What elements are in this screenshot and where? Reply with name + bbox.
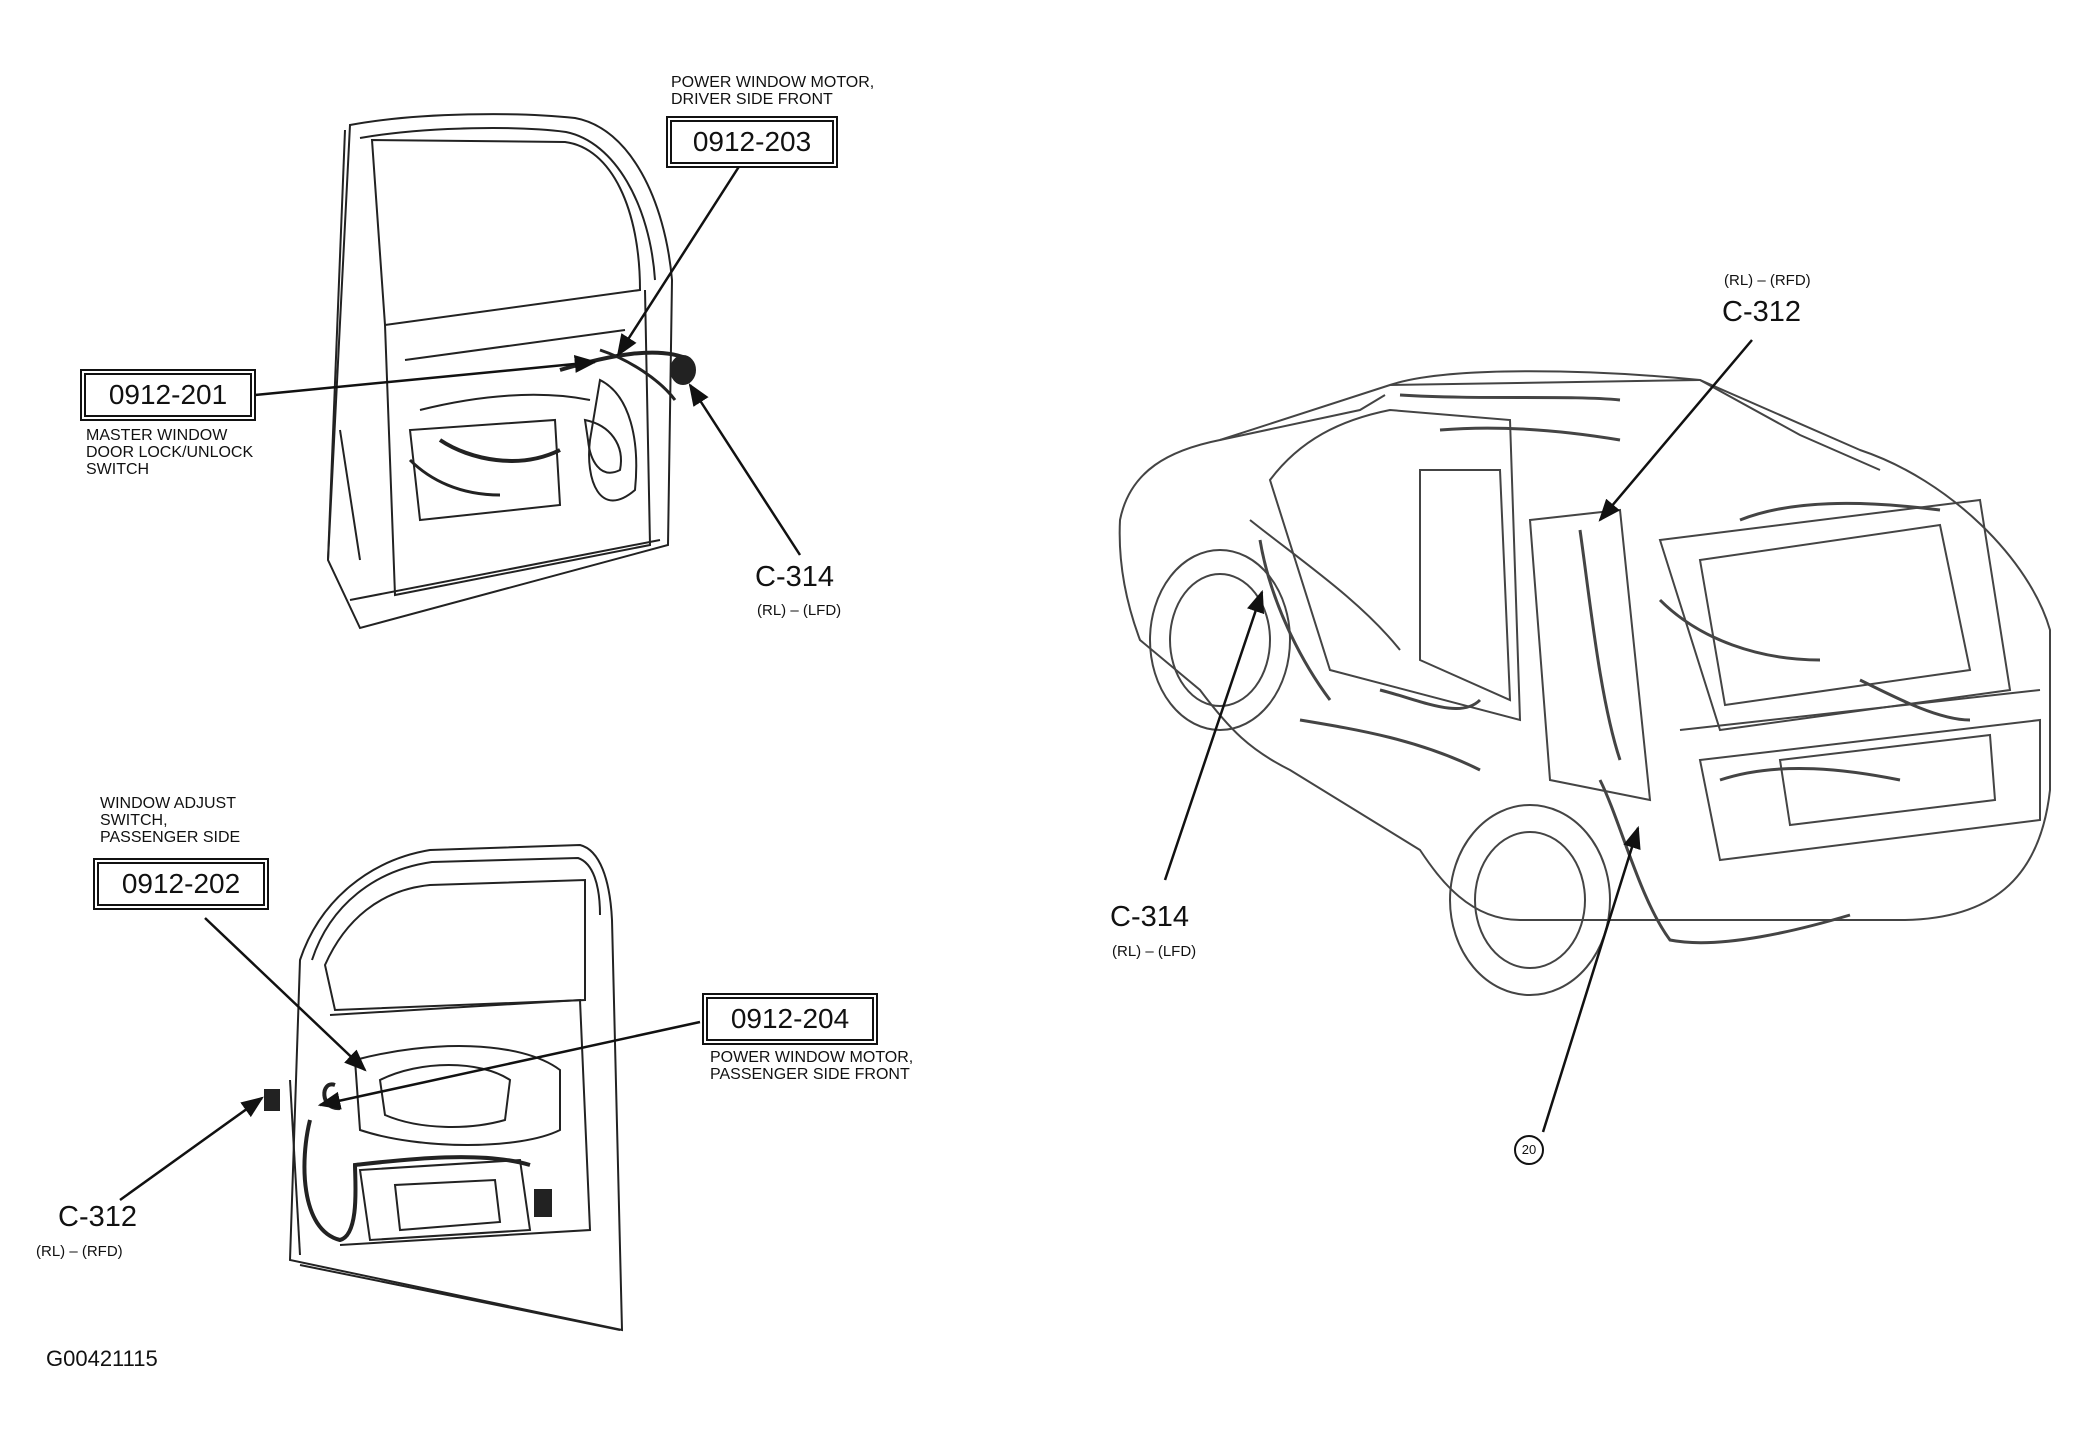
figure-id: G00421115 — [46, 1346, 158, 1371]
label-passenger-switch: WINDOW ADJUST SWITCH, PASSENGER SIDE — [100, 795, 241, 846]
passenger-door-illustration — [264, 843, 624, 1332]
vehicle-illustration — [1118, 370, 2051, 996]
code-box-0912-204: 0912-204 — [706, 997, 874, 1041]
leader-0912-202 — [204, 917, 367, 1072]
connector-c314-vehicle: C-314 — [1110, 901, 1189, 933]
code-box-0912-201: 0912-201 — [84, 373, 252, 417]
leader-c312-door — [119, 1096, 264, 1202]
leader-lines — [119, 164, 1753, 1202]
connector-c314-vehicle-sub: (RL) – (LFD) — [1112, 943, 1197, 960]
code-box-0912-203: 0912-203 — [670, 120, 834, 164]
connector-c312-door-sub: (RL) – (RFD) — [36, 1243, 123, 1260]
leader-callout-20 — [1541, 825, 1641, 1133]
callout-20: 20 — [1514, 1135, 1544, 1165]
connector-c312-door: C-312 — [58, 1201, 137, 1233]
leader-c314-door — [688, 383, 802, 556]
leader-0912-201 — [254, 354, 598, 397]
leader-c314-vehicle — [1163, 589, 1265, 881]
label-driver-motor: POWER WINDOW MOTOR, DRIVER SIDE FRONT — [671, 74, 875, 108]
label-passenger-motor: POWER WINDOW MOTOR, PASSENGER SIDE FRONT — [710, 1049, 914, 1083]
leader-0912-204 — [317, 1020, 701, 1110]
leader-c312-vehicle — [1598, 339, 1753, 522]
connector-c312-vehicle-sub: (RL) – (RFD) — [1724, 272, 1811, 289]
connector-c314-door-sub: (RL) – (LFD) — [757, 602, 842, 619]
code-0912-202: 0912-202 — [121, 868, 241, 899]
code-box-0912-202: 0912-202 — [97, 862, 265, 906]
code-0912-204: 0912-204 — [730, 1003, 850, 1034]
connector-c312-vehicle: C-312 — [1722, 296, 1801, 328]
leader-0912-203 — [616, 164, 742, 357]
code-0912-201: 0912-201 — [108, 379, 228, 410]
code-0912-203: 0912-203 — [692, 126, 812, 157]
label-master-switch: MASTER WINDOW DOOR LOCK/UNLOCK SWITCH — [86, 427, 254, 478]
connector-c314-door: C-314 — [755, 561, 834, 593]
